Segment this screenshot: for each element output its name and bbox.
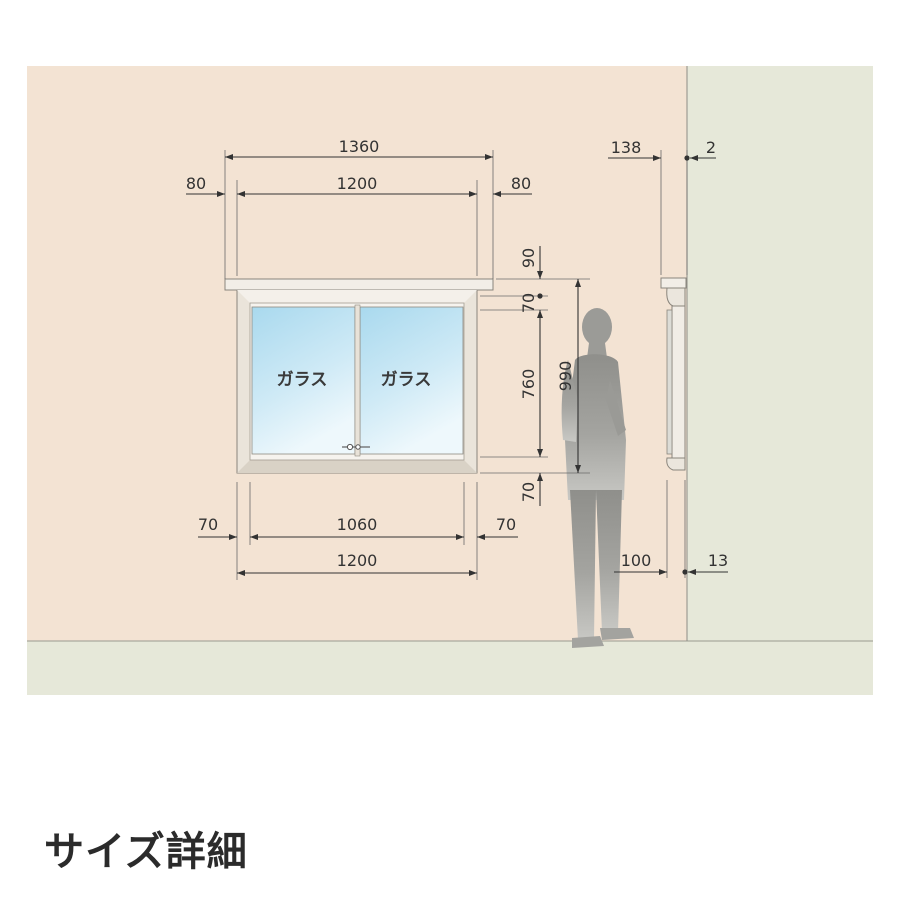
dim-bottom-right-frame: 70 bbox=[496, 515, 516, 534]
dim-v-frame-bottom: 70 bbox=[519, 482, 538, 502]
extension-lines bbox=[224, 150, 688, 580]
side-glass-edge bbox=[666, 309, 673, 455]
dim-v-top-cap: 90 bbox=[519, 248, 538, 268]
dim-side-depth-top: 138 bbox=[611, 138, 642, 157]
frame-bevel bbox=[237, 290, 477, 303]
glass-pane-left bbox=[251, 306, 356, 455]
dim-side-depth-bottom: 100 bbox=[621, 551, 652, 570]
dim-top-overall: 1360 bbox=[339, 137, 380, 156]
page-title: サイズ詳細 bbox=[44, 829, 248, 875]
dim-v-total: 990 bbox=[556, 361, 575, 392]
dim-top-inner: 1200 bbox=[337, 174, 378, 193]
side-body bbox=[671, 305, 686, 459]
side-top-bracket bbox=[666, 287, 686, 307]
frame-bevel bbox=[237, 460, 477, 473]
dim-side-gap-top: 2 bbox=[706, 138, 716, 157]
floor bbox=[27, 641, 873, 695]
glass-label-left: ガラス bbox=[277, 370, 328, 390]
glass-pane-right bbox=[359, 306, 464, 455]
showcase-front: ガラス ガラス bbox=[224, 278, 494, 474]
dim-bottom-glass: 1060 bbox=[337, 515, 378, 534]
mullion bbox=[354, 304, 361, 457]
dim-v-frame-top: 70 bbox=[519, 293, 538, 313]
dim-v-glass: 760 bbox=[519, 369, 538, 400]
person-silhouette bbox=[561, 308, 634, 648]
dimension-lines bbox=[186, 154, 728, 576]
glass-label-right: ガラス bbox=[381, 370, 432, 390]
side-top-cap bbox=[660, 277, 687, 289]
side-wall-background bbox=[687, 66, 873, 641]
dimension-labels: 1360 80 1200 80 90 70 760 990 70 70 1060… bbox=[186, 137, 728, 570]
dim-top-left-margin: 80 bbox=[186, 174, 206, 193]
dim-top-right-margin: 80 bbox=[511, 174, 531, 193]
dim-bottom-overall: 1200 bbox=[337, 551, 378, 570]
lock-icon bbox=[342, 443, 370, 451]
side-bottom-bracket bbox=[666, 457, 686, 471]
dim-bottom-left-frame: 70 bbox=[198, 515, 218, 534]
dim-side-gap-bottom: 13 bbox=[708, 551, 728, 570]
showcase-side-view bbox=[660, 277, 687, 471]
top-cap bbox=[224, 278, 494, 291]
